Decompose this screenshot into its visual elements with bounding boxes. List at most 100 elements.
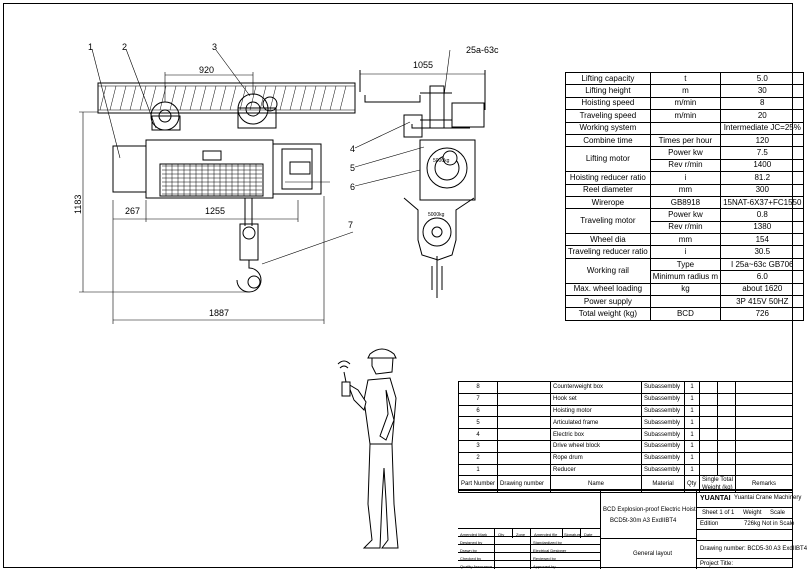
- part-remarks: [734, 428, 794, 441]
- part-remarks: [734, 416, 794, 430]
- amended-mark-label: Amended Mark: [460, 532, 488, 537]
- spec-value: 20: [720, 109, 805, 123]
- dim-920: 920: [199, 65, 214, 75]
- spec-name: Traveling motor: [565, 208, 651, 235]
- spec-value: 7.5: [720, 146, 805, 160]
- spec-unit: m/min: [649, 96, 722, 111]
- weight-label: Weight: [743, 510, 762, 516]
- general-layout: General layout: [633, 551, 673, 557]
- designed-by-label: Designed by: [460, 540, 483, 545]
- spec-name: Hoisting speed: [565, 96, 651, 111]
- spec-name: Wheel dia: [565, 233, 651, 247]
- drawn-by-label: Drawn by: [460, 548, 477, 553]
- spec-name: Wirerope: [565, 195, 651, 210]
- spec-unit: Minimum radius m: [649, 270, 722, 284]
- part-material: Subassembly: [641, 451, 686, 465]
- part-remarks: [734, 463, 794, 477]
- spec-name: Lifting capacity: [565, 71, 651, 86]
- drawing-number: [497, 416, 552, 430]
- spec-value: 300: [720, 183, 805, 197]
- single-weight: [699, 428, 718, 441]
- balloon-3: 3: [212, 42, 217, 52]
- part-number: 3: [457, 439, 499, 453]
- sheet-number: Sheet 1 of 1: [702, 510, 735, 516]
- spec-value: Intermediate JC=25%: [720, 121, 805, 135]
- header-weight-label: Weight (kg): [702, 485, 733, 492]
- part-material: Subassembly: [641, 392, 686, 406]
- spec-unit: [649, 295, 722, 309]
- standardized-label: Standardized by: [533, 540, 562, 545]
- part-number: 8: [457, 381, 499, 394]
- drawing-number: Drawing number: BCD5-30 A3 ExdIIBT4: [700, 546, 807, 552]
- single-weight: [699, 463, 718, 477]
- total-weight: [716, 463, 736, 477]
- balloon-7: 7: [348, 220, 353, 230]
- single-weight: [699, 416, 718, 430]
- quality-label: Quality Assurance: [460, 564, 493, 569]
- part-name: Rope drum: [550, 451, 643, 465]
- part-number: 2: [457, 451, 499, 465]
- total-weight: [716, 439, 736, 453]
- spec-unit: kg: [649, 282, 722, 297]
- tb-qty-label: Qty: [498, 532, 505, 537]
- spec-unit: BCD: [649, 307, 722, 321]
- spec-value: 120: [720, 133, 805, 148]
- part-remarks: [734, 392, 794, 406]
- spec-name: Working system: [565, 121, 651, 135]
- part-number: 6: [457, 404, 499, 418]
- part-remarks: [734, 404, 794, 418]
- spec-unit: Type: [649, 257, 722, 272]
- part-qty: 1: [684, 416, 701, 430]
- part-name: Drive wheel block: [550, 439, 643, 453]
- company-logo: YUANTAI: [700, 495, 731, 502]
- part-number: 7: [457, 392, 499, 406]
- part-material: Subassembly: [641, 439, 686, 453]
- header-drawing: Drawing number: [497, 475, 552, 494]
- spec-name: Lifting motor: [565, 146, 651, 173]
- spec-value: 15NAT-6X37+FC1550: [720, 195, 805, 210]
- title-block: BCD Explosion-proof Electric Hoist BCD5t…: [458, 489, 807, 569]
- product-line-2: BCD5t-30m A3 ExdIIBT4: [610, 518, 677, 524]
- load-label-2: 5000kg: [428, 212, 445, 218]
- spec-unit: i: [649, 171, 722, 185]
- drawing-number: [497, 404, 552, 418]
- reviewed-label: Reviewed by: [533, 556, 556, 561]
- company-name: Yuantai Crane Machinery: [734, 495, 802, 501]
- date-label: Date: [584, 532, 593, 537]
- scale-value: Not in Scale: [762, 521, 795, 527]
- spec-name: Total weight (kg): [565, 307, 651, 321]
- spec-value: 6.0: [720, 270, 805, 284]
- spec-unit: Rev r/min: [649, 158, 722, 173]
- drawing-number: [497, 392, 552, 406]
- header-single-total: Single Total: [702, 477, 733, 484]
- balloon-5: 5: [350, 163, 355, 173]
- spec-unit: [649, 121, 722, 135]
- part-remarks: [734, 439, 794, 453]
- product-line-1: BCD Explosion-proof Electric Hoist: [603, 507, 696, 513]
- signature-label: Signature: [564, 532, 582, 537]
- drawing-number: [497, 439, 552, 453]
- part-qty: 1: [684, 451, 701, 465]
- total-weight: [716, 416, 736, 430]
- load-label-1: 5000kg: [433, 158, 450, 164]
- spec-unit: t: [649, 71, 722, 86]
- part-name: Electric box: [550, 428, 643, 441]
- part-material: Subassembly: [641, 416, 686, 430]
- total-weight: [716, 451, 736, 465]
- spec-unit: i: [649, 245, 722, 259]
- spec-unit: GB8918: [649, 195, 722, 210]
- spec-value: 3P 415V 50HZ: [720, 295, 805, 309]
- spec-value: I 25a~63c GB706: [720, 257, 805, 272]
